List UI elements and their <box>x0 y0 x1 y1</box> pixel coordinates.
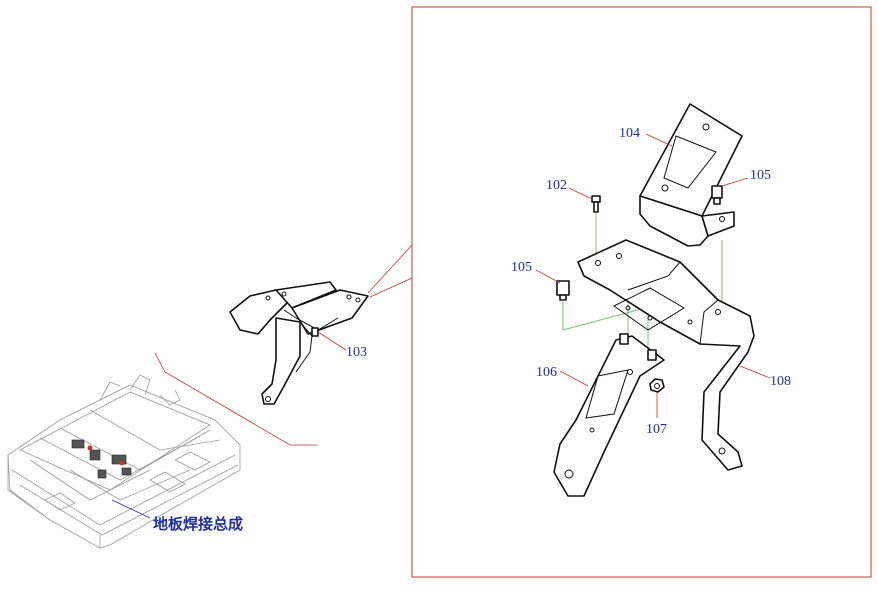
leader-102 <box>568 187 593 200</box>
callout-102: 102 <box>546 178 567 193</box>
floor-weld-assembly <box>7 374 241 549</box>
callout-107: 107 <box>646 422 667 437</box>
nut-105-left <box>556 280 570 301</box>
assembly-caption: 地板焊接总成 <box>153 515 243 533</box>
callout-106: 106 <box>536 365 557 380</box>
callout-105-left: 105 <box>511 260 532 275</box>
detail-frame <box>411 6 872 578</box>
support-bracket-106 <box>553 333 665 497</box>
leader-103 <box>317 331 347 351</box>
leader-104 <box>645 133 673 147</box>
zoom-connector <box>154 244 413 446</box>
bracket-assembly-103 <box>229 281 369 405</box>
cover-bracket-104 <box>639 103 743 247</box>
main-bracket-108 <box>577 239 755 471</box>
nut-105-right <box>711 185 723 205</box>
nut-107 <box>649 378 665 393</box>
bolt-102 <box>591 195 601 213</box>
callout-104: 104 <box>619 126 640 141</box>
callout-105-right: 105 <box>750 168 771 183</box>
leader-105-right <box>721 177 749 187</box>
callout-108: 108 <box>770 374 791 389</box>
leader-108 <box>739 365 771 379</box>
leader-105-left <box>535 269 561 284</box>
callout-103: 103 <box>346 345 367 360</box>
leader-106 <box>559 370 589 387</box>
